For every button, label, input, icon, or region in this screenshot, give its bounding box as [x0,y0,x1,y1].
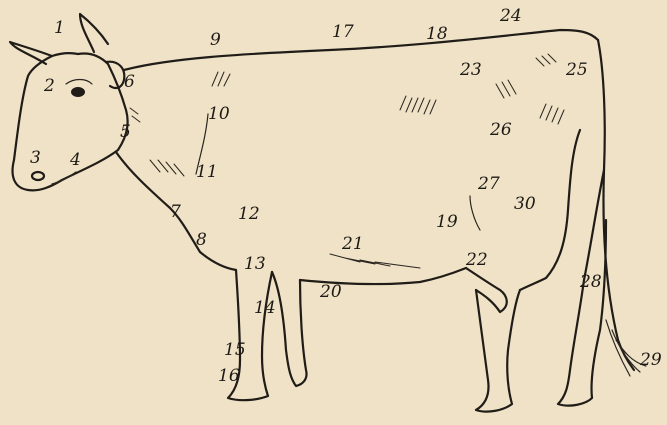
label-13: 13 [244,256,266,273]
label-2: 2 [44,78,55,95]
label-11: 11 [196,164,218,181]
label-29: 29 [640,352,662,369]
label-28: 28 [580,274,602,291]
label-27: 27 [478,176,500,193]
label-10: 10 [208,106,230,123]
label-24: 24 [500,8,522,25]
label-21: 21 [342,236,364,253]
label-20: 20 [320,284,342,301]
label-12: 12 [238,206,260,223]
label-3: 3 [30,150,41,167]
label-7: 7 [170,204,181,221]
label-5: 5 [120,124,131,141]
label-1: 1 [54,20,65,37]
label-6: 6 [124,74,135,91]
label-25: 25 [566,62,588,79]
label-17: 17 [332,24,354,41]
label-19: 19 [436,214,458,231]
label-8: 8 [196,232,207,249]
label-16: 16 [218,368,240,385]
label-22: 22 [466,252,488,269]
label-26: 26 [490,122,512,139]
label-4: 4 [70,152,81,169]
label-15: 15 [224,342,246,359]
label-14: 14 [254,300,276,317]
label-23: 23 [460,62,482,79]
label-30: 30 [514,196,536,213]
label-9: 9 [210,32,221,49]
label-18: 18 [426,26,448,43]
